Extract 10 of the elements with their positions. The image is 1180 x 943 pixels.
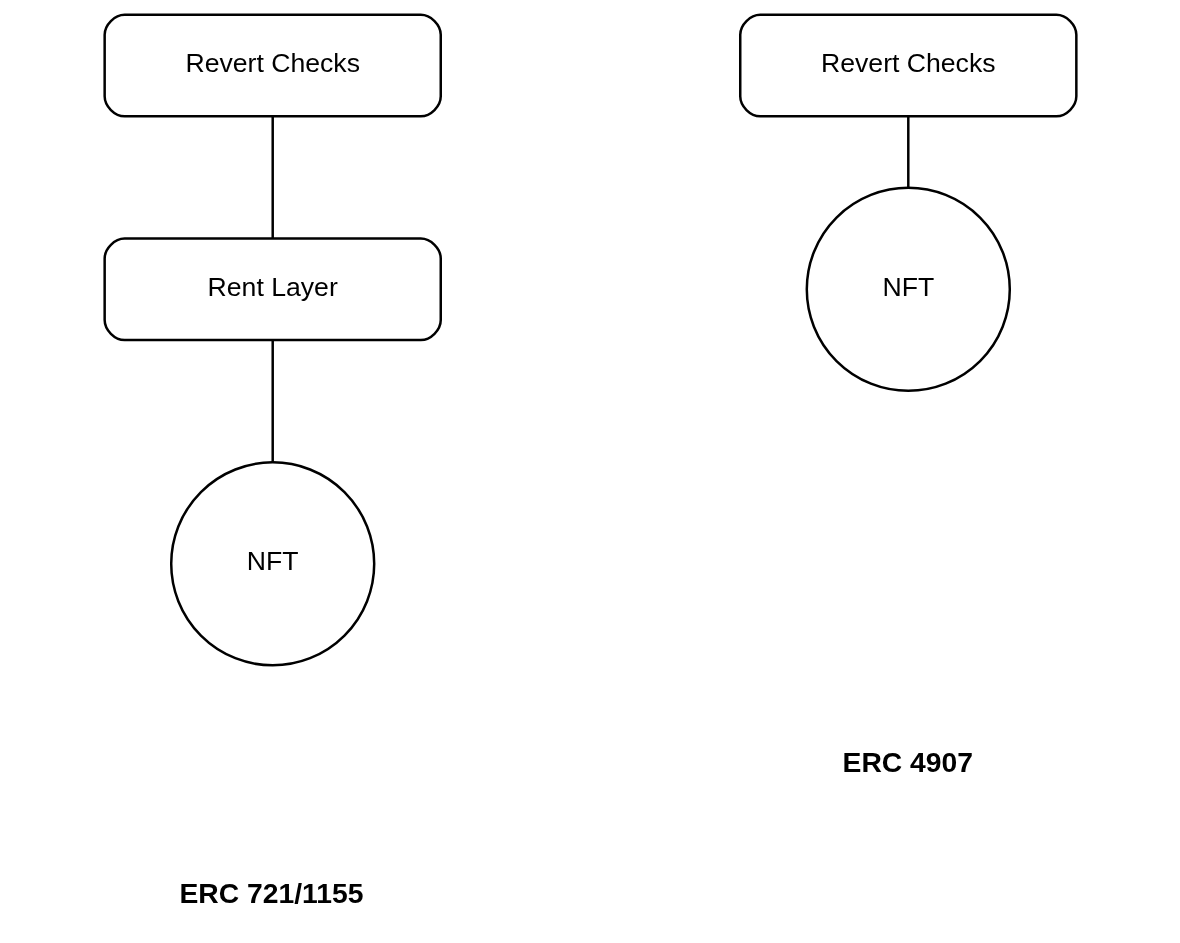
node-box: Revert Checks [102, 13, 442, 118]
node-circle: NFT [169, 461, 375, 667]
node-circle: NFT [805, 186, 1011, 393]
connector [270, 116, 274, 239]
label: ERC 721/1155 [179, 877, 363, 910]
label: ERC 4907 [842, 745, 973, 778]
node-box: Revert Checks [738, 13, 1078, 118]
connector [906, 116, 910, 188]
connector [270, 340, 274, 463]
node-box: Rent Layer [102, 237, 442, 342]
